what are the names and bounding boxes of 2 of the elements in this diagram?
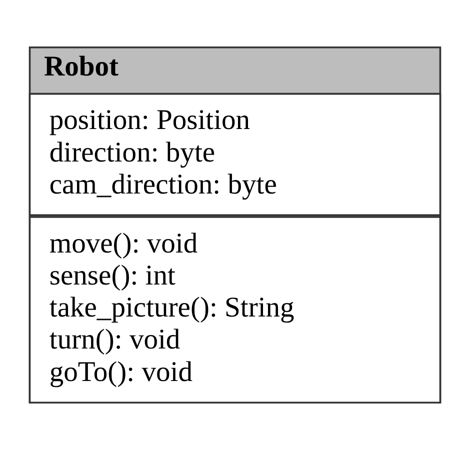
node-box: move(): void sense(): int take_picture(): String turn(): void goTo(): void <box>28 216 442 404</box>
node-box: position: Position direction: byte cam_direction: byte <box>28 92 442 216</box>
